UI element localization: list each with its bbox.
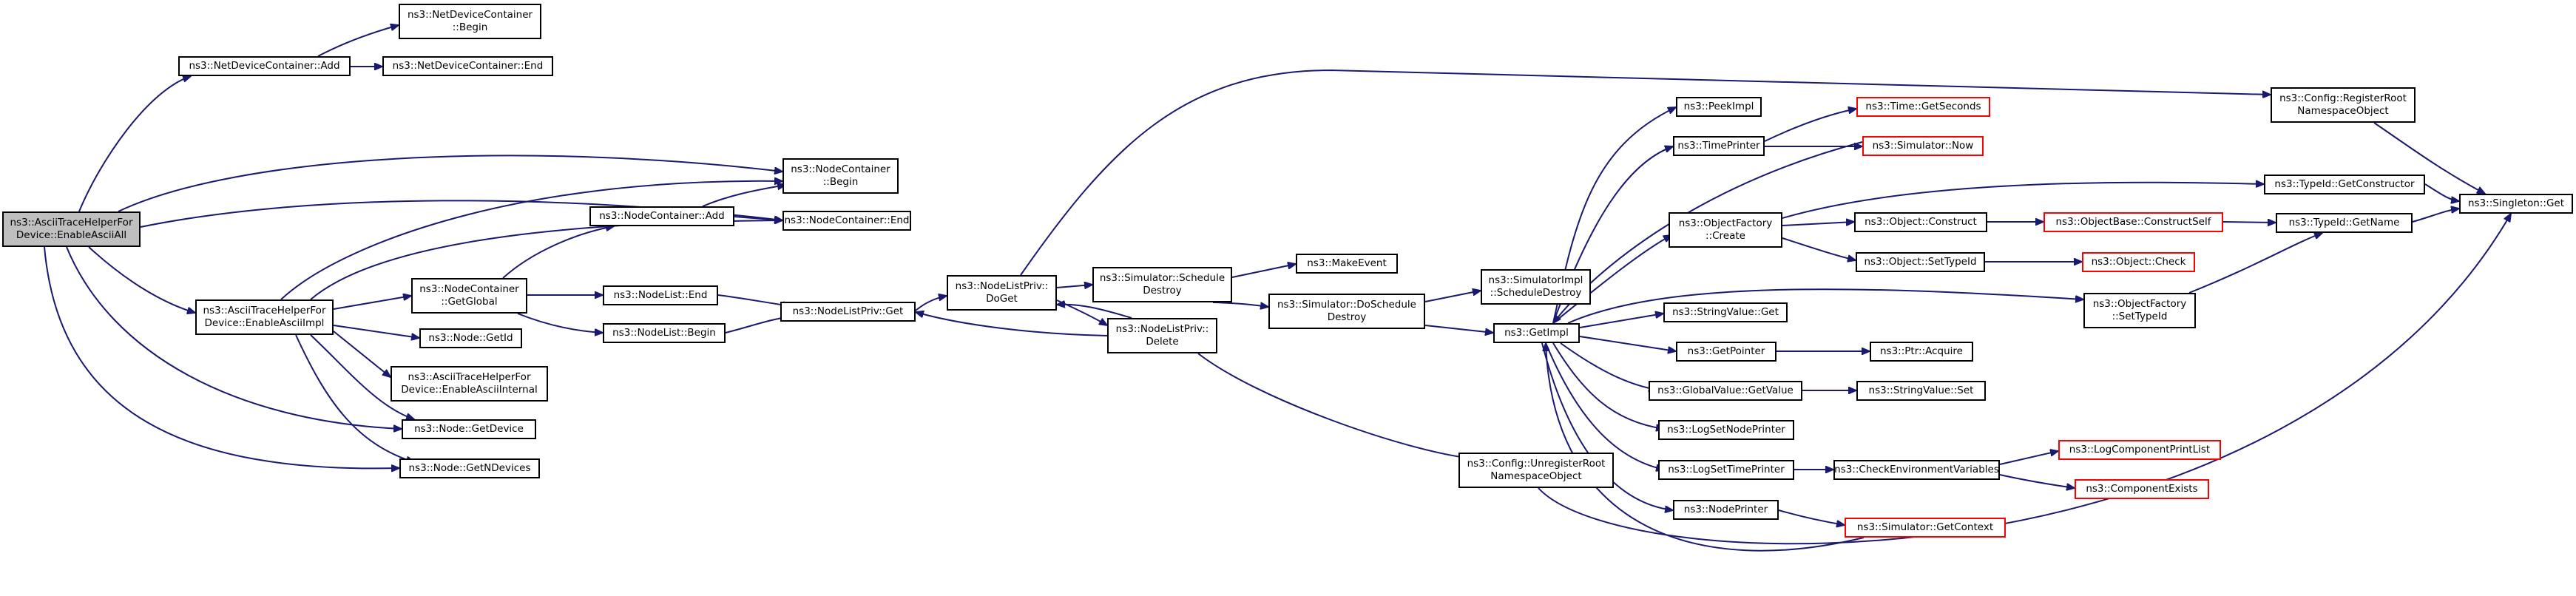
node-object-check[interactable]: ns3::Object::Check [2082,252,2195,272]
node-nodecontainer-add[interactable]: ns3::NodeContainer::Add [589,206,734,226]
edge-constructself-to-getname [2222,222,2276,223]
call-edges [44,25,2511,552]
edge-root-to-nc-begin [118,155,782,212]
node-config-registerroot[interactable]: ns3::Config::RegisterRoot NamespaceObjec… [2271,87,2416,123]
edge-of-settypeid-to-getname [2188,233,2322,294]
node-logcomponentprintlist[interactable]: ns3::LogComponentPrintList [2058,440,2221,460]
edge-nc-add-to-nc-end [734,216,782,220]
edge-impl-to-getglobal [333,296,411,310]
node-typeid-getconstructor[interactable]: ns3::TypeId::GetConstructor [2264,175,2425,194]
node-netdevicecontainer-add[interactable]: ns3::NetDeviceContainer::Add [178,56,351,76]
node-singleton-get[interactable]: ns3::Singleton::Get [2459,194,2573,214]
node-nodelistpriv-doget[interactable]: ns3::NodeListPriv:: DoGet [947,275,1057,311]
node-netdevicecontainer-begin[interactable]: ns3::NetDeviceContainer ::Begin [399,4,541,39]
node-object-settypeid[interactable]: ns3::Object::SetTypeId [1856,252,1985,272]
node-componentexists[interactable]: ns3::ComponentExists [2075,479,2209,499]
edge-getcontext-to-getimpl [1546,343,1865,552]
edge-getname-to-singleton [2412,209,2459,223]
node-logsettimeprinter[interactable]: ns3::LogSetTimePrinter [1658,460,1794,480]
edge-nc-add-to-nc-begin [702,185,785,207]
node-enable-ascii-internal[interactable]: ns3::AsciiTraceHelperFor Device::EnableA… [391,366,548,402]
node-typeid-getname[interactable]: ns3::TypeId::GetName [2276,213,2413,233]
edge-getimpl-to-of-settypeid [1567,288,2083,324]
edge-root-to-ndc-add [78,76,191,212]
edge-of-create-to-settypeid [1782,237,1856,260]
edge-root-to-node-getdevice [66,246,402,429]
node-checkenvironmentvariables[interactable]: ns3::CheckEnvironmentVariables [1833,460,2000,480]
edge-getimpl-to-stringvalue-get [1579,314,1663,328]
edge-schedule-to-doschedule [1212,302,1268,307]
edge-doschedule-to-getimpl [1424,325,1493,333]
node-nodecontainer-getglobal[interactable]: ns3::NodeContainer ::GetGlobal [411,278,527,314]
node-simulator-schedule-destroy[interactable]: ns3::Simulator::Schedule Destroy [1092,267,1232,302]
node-stringvalue-get[interactable]: ns3::StringValue::Get [1663,302,1788,322]
edge-checkenv-to-logcompprintlist [1999,451,2058,465]
edge-ndc-add-to-ndc-begin [317,25,399,57]
node-peekimpl[interactable]: ns3::PeekImpl [1676,97,1762,117]
edge-getimpl-to-gv-getvalue [1560,342,1657,390]
edge-doget-to-register [1020,69,2271,276]
node-objectfactory-settypeid[interactable]: ns3::ObjectFactory ::SetTypeId [2083,293,2196,328]
edge-nodeprinter-to-getcontext [1778,509,1845,525]
node-nodecontainer-end[interactable]: ns3::NodeContainer::End [782,211,911,231]
edge-getglobal-to-nl-begin [517,313,603,333]
node-nodeprinter[interactable]: ns3::NodePrinter [1673,500,1779,520]
node-objectfactory-create[interactable]: ns3::ObjectFactory ::Create [1669,212,1782,248]
edge-doget-to-schedule [1056,285,1092,288]
edge-root-to-enable-impl [88,246,195,313]
edge-impl-to-getid [333,325,419,338]
node-netdevicecontainer-end[interactable]: ns3::NetDeviceContainer::End [382,56,553,76]
edge-root-to-node-getndevices [44,246,399,468]
edge-nlp-get-to-doget [915,296,947,311]
node-simulator-doschedule-destroy[interactable]: ns3::Simulator::DoSchedule Destroy [1268,294,1425,329]
node-stringvalue-set[interactable]: ns3::StringValue::Set [1856,381,1986,401]
node-root-enable-ascii-all: ns3::AsciiTraceHelperFor Device::EnableA… [2,211,141,247]
edge-unregister-to-singleton [1538,214,2511,545]
edge-impl-to-nc-begin [280,181,782,300]
node-nodelistpriv-delete[interactable]: ns3::NodeListPriv:: Delete [1107,318,1217,353]
edge-timeprinter-to-getseconds [1764,109,1856,142]
node-timeprinter[interactable]: ns3::TimePrinter [1673,136,1765,156]
node-nodecontainer-begin[interactable]: ns3::NodeContainer ::Begin [782,158,899,194]
edge-checkenv-to-compexists [1999,474,2075,488]
node-objectbase-constructself[interactable]: ns3::ObjectBase::ConstructSelf [2043,212,2223,232]
node-node-getid[interactable]: ns3::Node::GetId [419,328,522,348]
edge-getimpl-to-of-create [1552,235,1671,324]
edge-getconstructor-to-singleton [2424,183,2459,201]
node-simulator-getcontext[interactable]: ns3::Simulator::GetContext [1845,518,2006,538]
node-getimpl[interactable]: ns3::GetImpl [1493,323,1580,343]
node-ptr-acquire[interactable]: ns3::Ptr::Acquire [1870,342,1973,362]
edge-doschedule-to-simimpl [1424,291,1481,302]
node-simulatorimpl-schedule-destroy[interactable]: ns3::SimulatorImpl ::ScheduleDestroy [1481,269,1591,305]
edge-delete-to-nlp-get [916,312,1108,336]
node-globalvalue-getvalue[interactable]: ns3::GlobalValue::GetValue [1649,381,1802,401]
edge-getimpl-to-logsetnodeprinter [1552,342,1664,429]
edge-impl-to-internal [333,331,391,377]
edge-impl-to-getndevices [295,334,414,462]
node-nodelistpriv-get[interactable]: ns3::NodeListPriv::Get [780,302,916,322]
edge-schedule-to-makeevent [1231,264,1296,278]
node-simulator-now[interactable]: ns3::Simulator::Now [1862,136,1984,156]
node-node-getdevice[interactable]: ns3::Node::GetDevice [402,419,536,439]
node-config-unregisterroot[interactable]: ns3::Config::UnregisterRoot NamespaceObj… [1458,453,1614,488]
node-getpointer[interactable]: ns3::GetPointer [1676,342,1777,362]
edge-getglobal-to-nc-add [502,226,614,279]
edge-getimpl-to-logsettimeprinter [1545,342,1664,470]
node-nodelist-begin[interactable]: ns3::NodeList::Begin [603,323,726,343]
edge-impl-to-getdevice [310,334,414,419]
node-object-construct[interactable]: ns3::Object::Construct [1854,212,1987,232]
node-logsetnodeprinter[interactable]: ns3::LogSetNodePrinter [1658,420,1794,440]
node-node-getndevices[interactable]: ns3::Node::GetNDevices [399,458,540,478]
edge-of-create-to-getconstructor [1782,183,2264,219]
node-enable-ascii-impl[interactable]: ns3::AsciiTraceHelperFor Device::EnableA… [195,299,334,335]
edge-of-create-to-construct [1782,222,1854,226]
edge-register-to-singleton [2373,122,2485,194]
node-nodelist-end[interactable]: ns3::NodeList::End [603,285,718,305]
edge-delete-to-doget [1057,305,1132,319]
edge-getimpl-to-getpointer [1579,336,1676,351]
node-makeevent[interactable]: ns3::MakeEvent [1296,254,1398,274]
edge-delete-to-unregister [1197,353,1472,458]
node-time-getseconds[interactable]: ns3::Time::GetSeconds [1856,97,1990,117]
